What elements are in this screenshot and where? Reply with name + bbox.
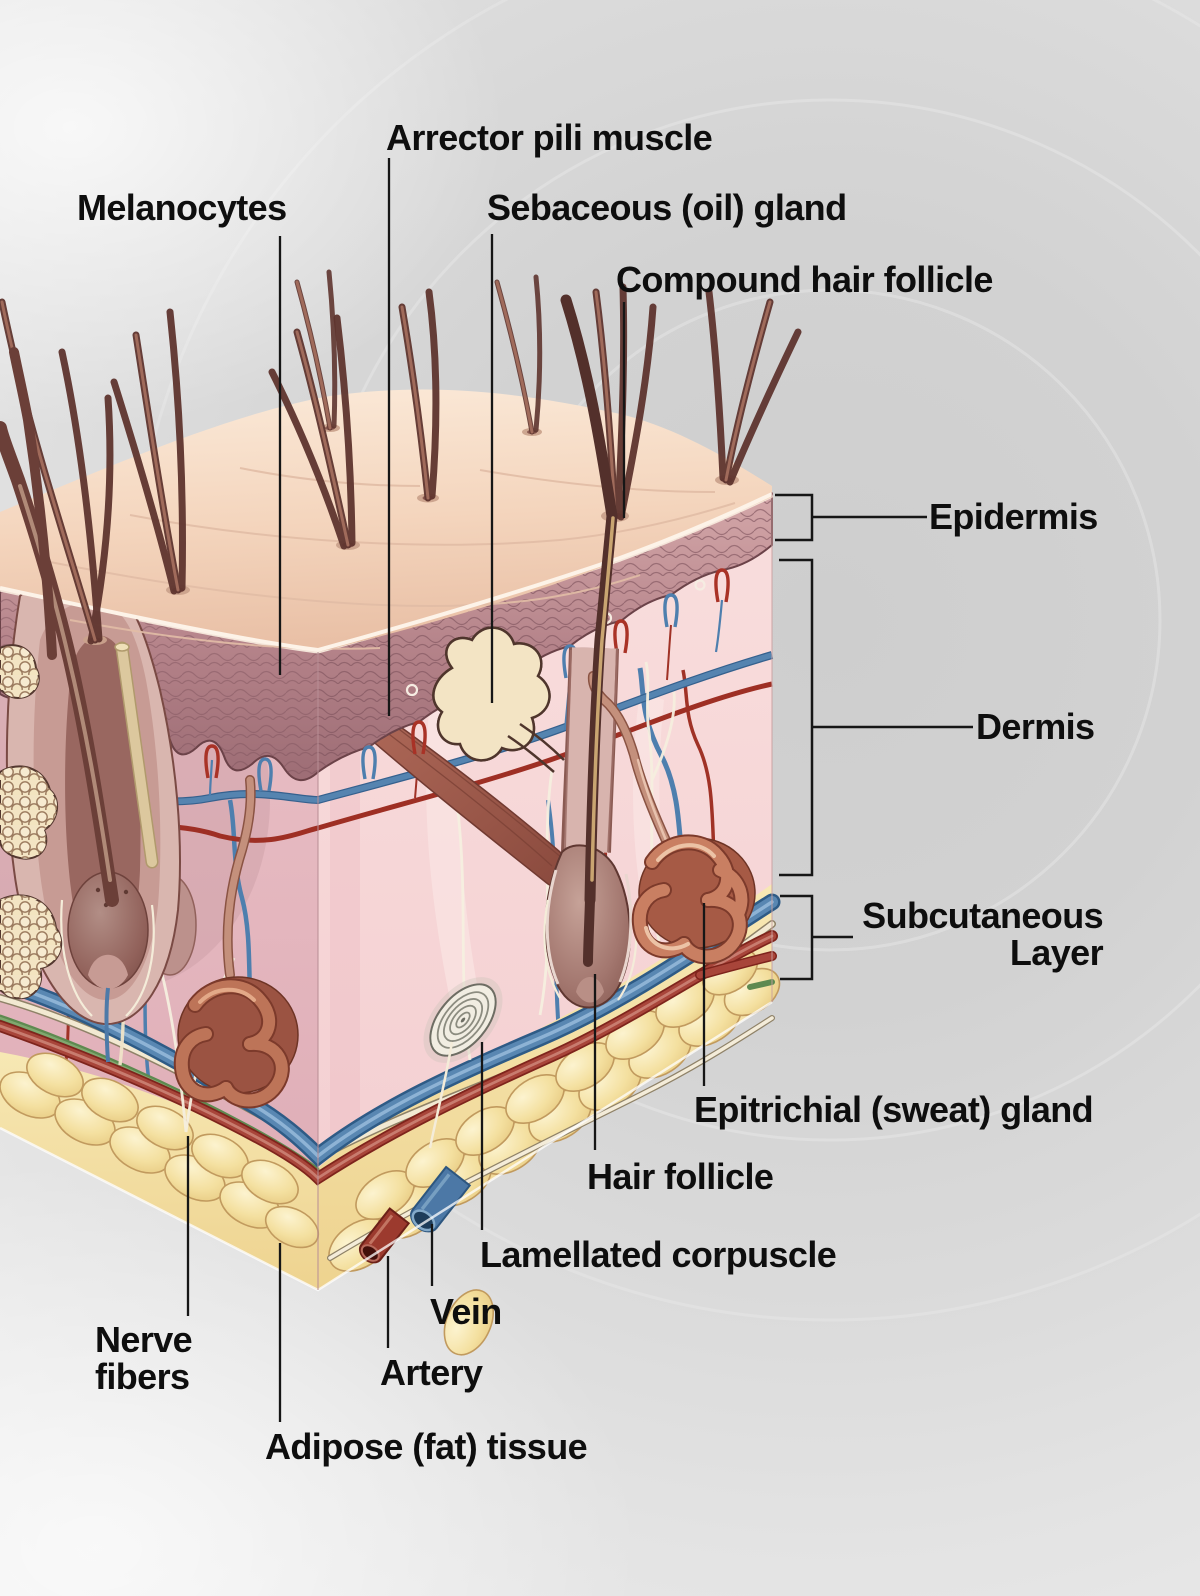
label-vein: Vein (430, 1291, 502, 1332)
label-melanocytes: Melanocytes (77, 187, 287, 228)
main-vessel-cables (0, 893, 781, 1261)
skin-block (0, 269, 802, 1356)
label-dermis: Dermis (976, 706, 1095, 747)
label-nerve-fibers: Nerve fibers (95, 1319, 193, 1397)
subcutaneous-bracket (780, 894, 814, 981)
hair-strands (0, 269, 802, 907)
label-subcutaneous-layer: Subcutaneous Layer (862, 897, 1103, 971)
label-compound-hair-follicle: Compound hair follicle (616, 259, 993, 300)
label-adipose-fat-tissue: Adipose (fat) tissue (265, 1426, 588, 1467)
epitrichial-gland (587, 671, 756, 965)
label-sebaceous-gland: Sebaceous (oil) gland (487, 187, 847, 228)
leader-lines (186, 158, 706, 1422)
epidermis-bracket (775, 493, 814, 542)
label-subcutaneous-line2: Layer (1009, 932, 1104, 973)
label-hair-follicle: Hair follicle (587, 1156, 774, 1197)
lamellated-corpuscle-shape (423, 977, 503, 1149)
label-lamellated-corpuscle: Lamellated corpuscle (480, 1234, 837, 1275)
layer-brackets (775, 493, 973, 981)
dermis-bracket (779, 558, 814, 877)
sebaceous-gland-left-edge (0, 644, 63, 1000)
label-epitrichial-sweat-gland: Epitrichial (sweat) gland (694, 1089, 1094, 1130)
label-subcutaneous-line1: Subcutaneous (862, 895, 1103, 936)
label-arrector-pili-muscle: Arrector pili muscle (386, 117, 713, 158)
label-nerve-line1: Nerve (95, 1319, 193, 1360)
sweat-gland-left (173, 775, 299, 1109)
label-nerve-line2: fibers (95, 1356, 190, 1397)
label-epidermis: Epidermis (929, 496, 1098, 537)
label-artery: Artery (380, 1352, 483, 1393)
